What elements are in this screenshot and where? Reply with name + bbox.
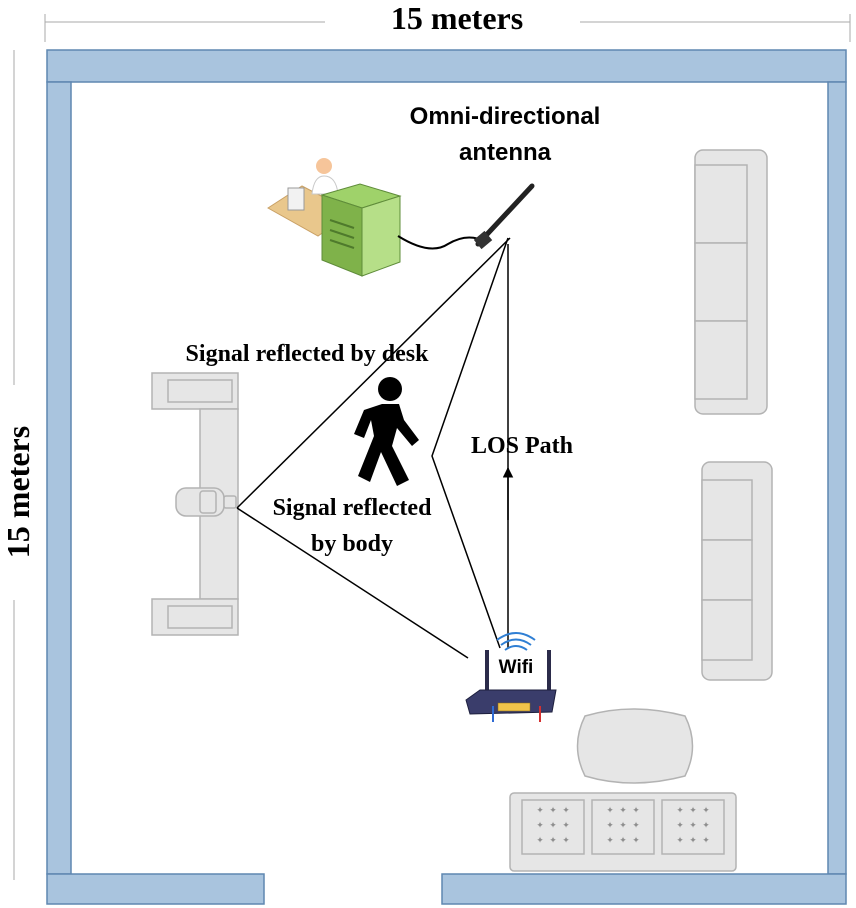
svg-text:✦: ✦ [606,821,614,831]
desk-chair [175,487,237,517]
svg-text:✦: ✦ [536,836,544,846]
wall-top [46,49,847,83]
room-walls [46,49,847,905]
svg-text:✦: ✦ [562,836,570,846]
svg-text:✦: ✦ [549,836,557,846]
wifi-label: Wifi [499,657,534,678]
antenna-icon [473,183,535,250]
antenna-label-line1: Omni-directional [410,103,601,130]
body-reflection-path [431,237,509,649]
svg-text:✦: ✦ [702,806,710,816]
svg-text:✦: ✦ [676,836,684,846]
signal-body-label-line1: Signal reflected [273,495,433,521]
svg-text:✦: ✦ [606,836,614,846]
svg-text:✦: ✦ [606,806,614,816]
user-at-computer-icon [267,158,402,277]
person-walking-icon [354,377,419,486]
svg-text:✦: ✦ [689,836,697,846]
svg-text:✦: ✦ [549,806,557,816]
los-path-label: LOS Path [471,433,573,459]
svg-text:✦: ✦ [632,836,640,846]
height-dimension: 15 meters [0,50,36,880]
wall-right [827,81,847,875]
svg-text:✦: ✦ [676,806,684,816]
svg-text:✦: ✦ [632,821,640,831]
width-label: 15 meters [391,0,523,36]
signal-body-label-line2: by body [311,531,393,557]
svg-text:✦: ✦ [676,821,684,831]
desk-reflection-path-in [236,507,469,659]
antenna-cable [397,235,487,250]
wifi-router-icon [465,632,557,722]
svg-text:✦: ✦ [702,836,710,846]
antenna-label-line2: antenna [459,139,552,166]
signal-paths [236,237,514,659]
svg-text:✦: ✦ [689,821,697,831]
wall-bottom-left [46,873,265,905]
sofa-cushion-tufts: ✦ ✦ ✦ ✦ ✦ ✦ ✦ ✦ ✦ ✦ ✦ ✦ ✦ ✦ ✦ ✦ ✦ ✦ ✦ ✦ ✦ ✦ ✦ ✦ ✦ ✦ ✦ [536,806,710,846]
svg-text:✦: ✦ [702,821,710,831]
signal-desk-label: Signal reflected by desk [186,341,430,367]
sofa-lower-right [701,461,773,681]
svg-text:✦: ✦ [632,806,640,816]
svg-text:✦: ✦ [689,806,697,816]
wall-left [46,81,72,875]
wall-bottom-right [441,873,847,905]
sofa-bottom [509,792,737,872]
coffee-table [576,708,694,784]
svg-text:✦: ✦ [562,806,570,816]
desk-reflection-path-out [236,237,511,509]
svg-text:✦: ✦ [536,821,544,831]
width-dimension: 15 meters [44,0,851,42]
svg-text:✦: ✦ [619,821,627,831]
svg-text:✦: ✦ [549,821,557,831]
svg-text:✦: ✦ [619,836,627,846]
svg-text:✦: ✦ [536,806,544,816]
svg-text:✦: ✦ [562,821,570,831]
sofa-upper-right [694,149,768,415]
height-label: 15 meters [0,426,36,558]
svg-text:✦: ✦ [619,806,627,816]
